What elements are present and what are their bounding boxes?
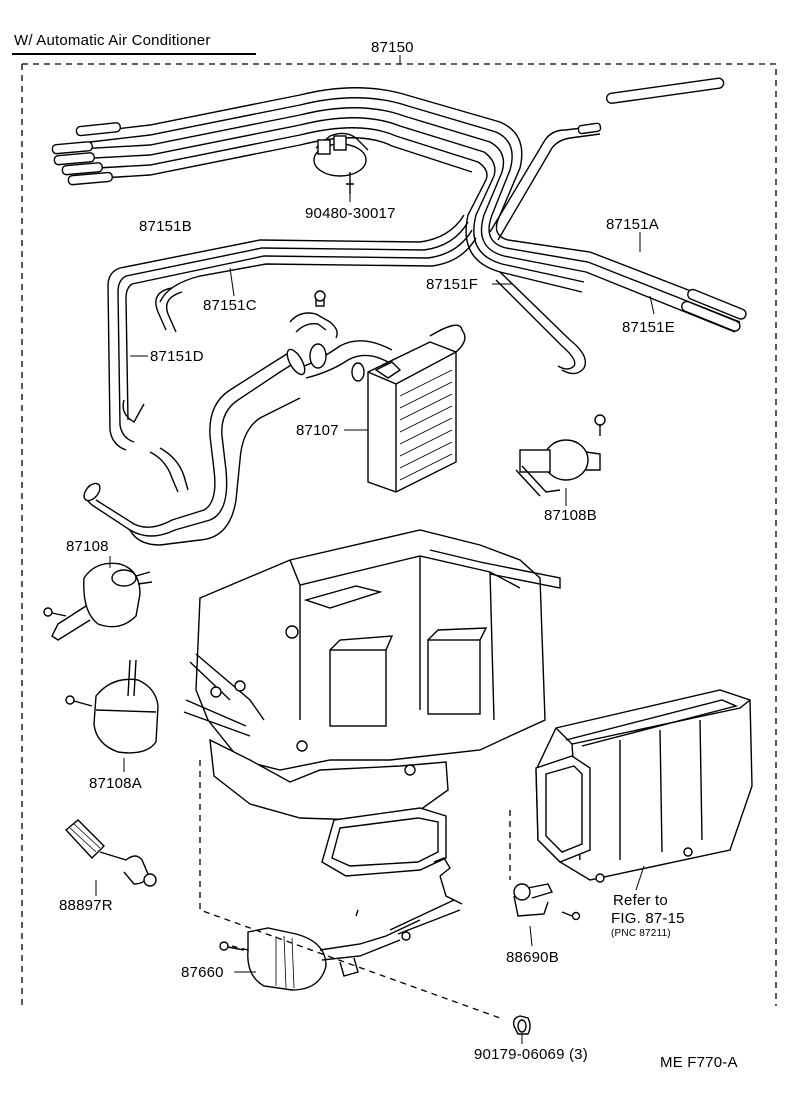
guide-line-actuator xyxy=(231,945,249,951)
label-88690b: 88690B xyxy=(506,949,559,966)
guide-line-left xyxy=(199,760,501,1019)
label-87108: 87108 xyxy=(66,538,109,555)
vacuum-motor-87108 xyxy=(43,562,153,641)
label-90179-06069: 90179-06069 (3) xyxy=(474,1046,588,1063)
label-87151c: 87151C xyxy=(203,297,257,314)
label-87150: 87150 xyxy=(371,39,414,56)
aspirator-88897r xyxy=(64,819,157,887)
sensor-88690b xyxy=(433,857,581,921)
heater-hoses xyxy=(83,340,393,546)
label-87151d: 87151D xyxy=(150,348,204,365)
air-conditioner-unit-housing xyxy=(183,529,561,877)
label-leaders xyxy=(95,232,655,973)
label-87107: 87107 xyxy=(296,422,339,439)
title-underline xyxy=(12,53,256,55)
blower-duct xyxy=(535,689,753,883)
label-87108a: 87108A xyxy=(89,775,142,792)
vacuum-motor-87108b xyxy=(515,414,606,497)
label-87151a: 87151A xyxy=(606,216,659,233)
label-87151e: 87151E xyxy=(622,319,675,336)
label-87151f: 87151F xyxy=(426,276,479,293)
label-88897r: 88897R xyxy=(59,897,113,914)
refer-to-figure: FIG. 87-15 xyxy=(611,910,685,927)
label-87108b: 87108B xyxy=(544,507,597,524)
dashed-enclosure-frame xyxy=(21,63,777,1006)
label-90480-30017: 90480-30017 xyxy=(305,205,396,222)
refer-to-pnc: (PNC 87211) xyxy=(611,928,671,939)
vacuum-motor-87108a xyxy=(65,659,159,754)
small-vacuum-hoses xyxy=(122,287,189,493)
figure-code: ME F770-A xyxy=(660,1054,738,1071)
clip-90179 xyxy=(512,1015,531,1044)
vacuum-valve-90480 xyxy=(313,132,369,202)
servo-motor-87660 xyxy=(219,899,461,991)
label-87151b: 87151B xyxy=(139,218,192,235)
refer-to-line1: Refer to xyxy=(613,892,668,909)
vacuum-hose-harness xyxy=(51,77,747,451)
diagram-title: W/ Automatic Air Conditioner xyxy=(14,32,211,49)
hose-clamp xyxy=(289,290,338,339)
label-87660: 87660 xyxy=(181,964,224,981)
heater-core xyxy=(344,324,466,493)
